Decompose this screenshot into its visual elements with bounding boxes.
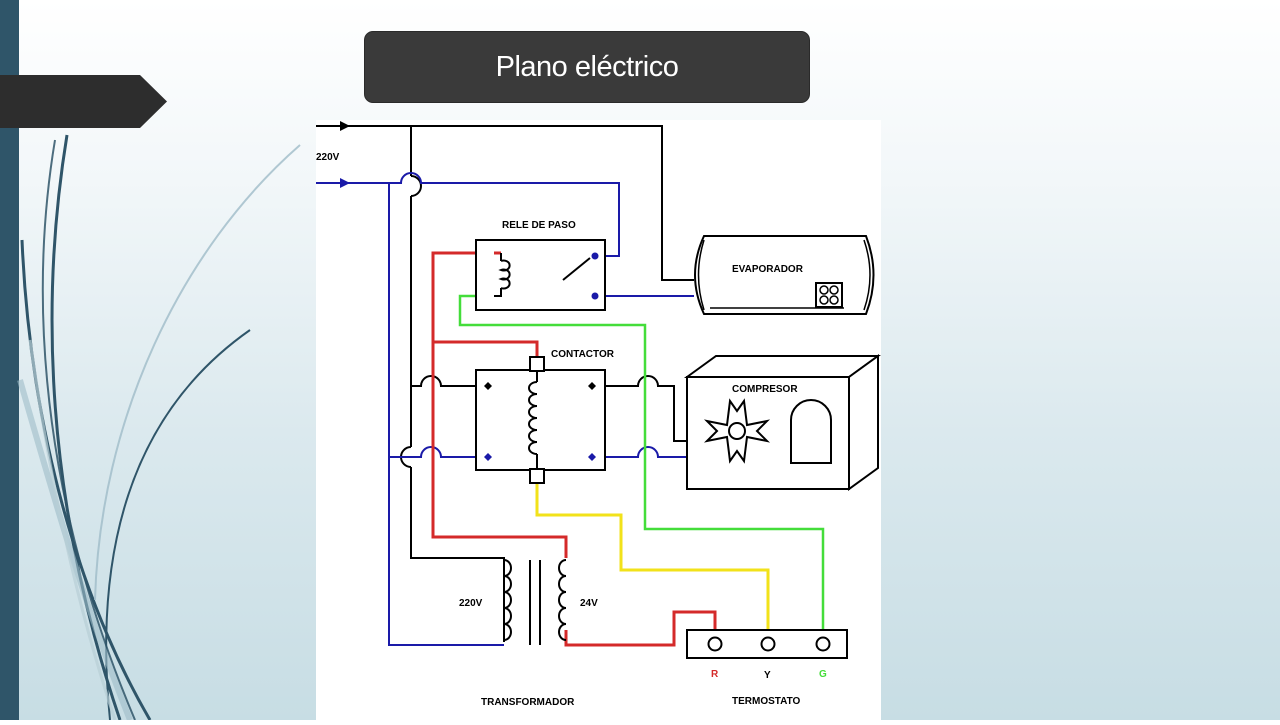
- fan-icon: [703, 398, 771, 464]
- contactor: CONTACTOR: [475, 349, 615, 484]
- red-wires: [431, 251, 717, 647]
- supply-voltage-label: 220V: [316, 152, 340, 163]
- transformer: 220V 24V TRANSFORMADOR: [459, 559, 598, 708]
- primary-voltage-label: 220V: [459, 598, 483, 609]
- transformer-coil-icon: [503, 559, 512, 641]
- wiring-diagram: 220V RELE DE PASO EVAPORADOR CONTACTOR: [316, 120, 882, 720]
- terminal-y-label: Y: [764, 670, 771, 681]
- relay-label: RELE DE PASO: [502, 220, 576, 231]
- evaporator-label: EVAPORADOR: [732, 264, 804, 275]
- decorative-swoosh: [17, 134, 301, 720]
- left-accent-bar: [0, 0, 19, 720]
- terminal-r: [707, 636, 723, 652]
- evaporator-vent-icon: [815, 282, 843, 308]
- compressor-label: COMPRESOR: [732, 384, 798, 395]
- neutral-arrow-icon: [340, 178, 350, 188]
- thermostat-label: TERMOSTATO: [732, 696, 801, 707]
- relay: RELE DE PASO: [475, 220, 606, 311]
- thermostat: R Y G TERMOSTATO: [686, 629, 848, 707]
- secondary-voltage-label: 24V: [580, 598, 598, 609]
- slide-title-box: Plano eléctrico: [364, 31, 810, 103]
- terminal-g-label: G: [819, 669, 827, 680]
- compressor: COMPRESOR: [683, 354, 882, 491]
- blue-wires: [316, 172, 694, 646]
- section-arrow-tab: [0, 75, 167, 128]
- slide-title: Plano eléctrico: [495, 50, 679, 83]
- contactor-label: CONTACTOR: [551, 349, 615, 360]
- green-wire: [458, 294, 825, 636]
- terminal-y: [760, 636, 776, 652]
- compressor-body-icon: [790, 399, 832, 464]
- wiring-diagram-svg: 220V RELE DE PASO EVAPORADOR CONTACTOR: [316, 121, 882, 708]
- evaporator: EVAPORADOR: [694, 235, 875, 315]
- relay-coil-icon: [498, 259, 511, 290]
- line-arrow-icon: [340, 121, 350, 131]
- contactor-coil-icon: [528, 381, 538, 455]
- terminal-r-label: R: [711, 669, 719, 680]
- black-wires: [316, 125, 694, 642]
- terminal-g: [815, 636, 831, 652]
- transformer-label: TRANSFORMADOR: [481, 697, 575, 708]
- yellow-wire: [535, 483, 770, 636]
